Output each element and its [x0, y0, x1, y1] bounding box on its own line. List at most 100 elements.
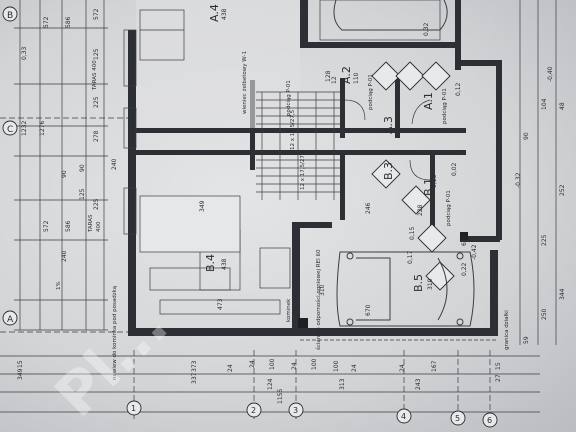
label-stairs-2: 12 x 17,5/27,5: [300, 149, 306, 190]
room-b5-code: B.5: [412, 274, 425, 292]
columns: [298, 232, 468, 328]
dim-b2-2: 124: [267, 378, 274, 390]
axis-label-6: 6: [487, 416, 492, 425]
dim-b2-5: 24: [351, 364, 358, 372]
wall-garage-left: [292, 222, 300, 332]
wall-bottom: [128, 328, 498, 336]
room-a4-code: A.4: [208, 4, 221, 22]
dim-left-6: 586: [65, 220, 72, 232]
dim-r-1: 250: [541, 308, 548, 320]
dim-misc-2: 473: [217, 298, 224, 310]
wall-garage-top: [292, 222, 332, 228]
room-b4-code: B.4: [204, 254, 217, 272]
label-podciag-4: podciąg P-01: [446, 190, 452, 226]
dim-left-7: 572: [43, 220, 50, 232]
dim-b3-0: 1155: [277, 389, 284, 404]
room-b1-code: B.1: [422, 178, 435, 196]
dim-left-0: 240: [61, 250, 68, 262]
dim-b1-3: 100: [269, 358, 276, 370]
dim-misc-11: 0,13: [431, 174, 438, 188]
axis-label-2: 2: [251, 406, 256, 415]
dim-b2-1: 337: [191, 372, 198, 384]
dim-b3-2: 243: [415, 378, 422, 390]
dim-r-7: 90: [523, 132, 530, 140]
dim-misc-3: 670: [365, 304, 372, 316]
dim-b2-3: 24: [227, 364, 234, 372]
wall-upper-right: [455, 0, 461, 70]
room-a2-area: 110: [353, 72, 360, 84]
wall-corridor-bottom: [136, 150, 466, 155]
dim-misc-16: -0,40: [547, 66, 554, 82]
room-a1-code: A.1: [422, 92, 435, 110]
car-upper: [333, 0, 448, 31]
axis-label-c: C: [7, 125, 13, 135]
room-a2-code: A.2: [340, 66, 353, 84]
dim-b2-4: 100: [333, 360, 340, 372]
dim-misc-4: 128: [325, 70, 332, 82]
label-boundary: granica działki: [504, 310, 510, 350]
dim-top-3: 1276: [39, 121, 46, 136]
wall-top-right: [460, 60, 500, 66]
axis-label-3: 3: [293, 406, 298, 415]
car-garage: [336, 251, 475, 327]
terrace-area: [136, 0, 300, 128]
room-b4-area: 438: [221, 258, 228, 270]
label-podciag-1: podciąg P-01: [286, 80, 292, 116]
label-podciag-2: podciąg P-01: [368, 74, 374, 110]
wall-b3-left: [340, 150, 345, 220]
room-b3-code: B.3: [382, 162, 395, 180]
wall-b1-right: [430, 150, 435, 240]
dim-top-1: 586: [65, 16, 72, 28]
dim-r-3: 225: [541, 234, 548, 246]
axis-label-4: 4: [401, 412, 406, 421]
dim-left-4: 225: [93, 198, 100, 210]
dim-top-0: 572: [43, 16, 50, 28]
wall-garage-right: [490, 250, 498, 336]
axis-label-a: A: [7, 315, 14, 325]
dim-b1-4: 24: [291, 362, 298, 370]
dim-misc-8: 0,32: [423, 22, 430, 36]
wall-a2-left: [340, 78, 345, 138]
dim-misc-18: -0,42: [471, 244, 478, 260]
dim-left-5: 125: [79, 188, 86, 200]
wall-upper-left: [300, 0, 308, 48]
label-podciag-3: podciąg P-01: [442, 88, 448, 124]
dimensions: 572 586 1232 1276 572 125 225 240 240 90…: [17, 8, 566, 404]
label-chimney: kominek: [286, 298, 292, 322]
dim-r-2: 344: [559, 288, 566, 300]
floor-markers: [371, 61, 455, 291]
axis-label-1: 1: [131, 404, 136, 413]
dim-b1-0: 15: [17, 360, 24, 368]
dim-misc-5: 246: [365, 202, 372, 214]
dim-misc-17: -0,32: [515, 172, 522, 188]
walls: [128, 0, 502, 336]
room-a3-code: A.3: [382, 116, 395, 134]
wall-right-bottom: [460, 236, 500, 242]
dim-b3-1: 313: [339, 378, 346, 390]
dim-top-4: 572: [93, 8, 100, 20]
label-taras-mid: TARAS: [88, 214, 94, 233]
dim-top-7: 240: [111, 158, 118, 170]
dim-left-1: 90: [61, 170, 68, 178]
wall-corridor-top: [136, 128, 466, 133]
axis-label-b: B: [7, 11, 13, 21]
dim-b1-5: 100: [311, 358, 318, 370]
dim-r-0: 59: [523, 336, 530, 344]
label-ring: wieniec żelbetowy W-1: [242, 51, 248, 114]
wall-a3-right: [395, 78, 400, 138]
label-taras-mid-val: 400: [96, 221, 102, 232]
wall-upper-bottom: [300, 42, 460, 48]
label-taras-top: TARAS 400: [92, 60, 98, 91]
dim-misc-10: 0,12: [455, 82, 462, 96]
axis-markers: [2, 6, 498, 428]
dim-misc-14: 0,15: [409, 226, 416, 240]
dim-r-4: 252: [559, 184, 566, 196]
wall-right: [496, 60, 502, 240]
label-note-left: nawiew do kominka pod posadzką: [112, 285, 118, 380]
dim-misc-1: 310: [319, 284, 326, 296]
dim-misc-13: 0,17: [407, 250, 414, 264]
dim-misc-7: 600: [461, 234, 468, 246]
dim-top-6: 225: [93, 96, 100, 108]
dim-r-5: 104: [541, 98, 548, 110]
